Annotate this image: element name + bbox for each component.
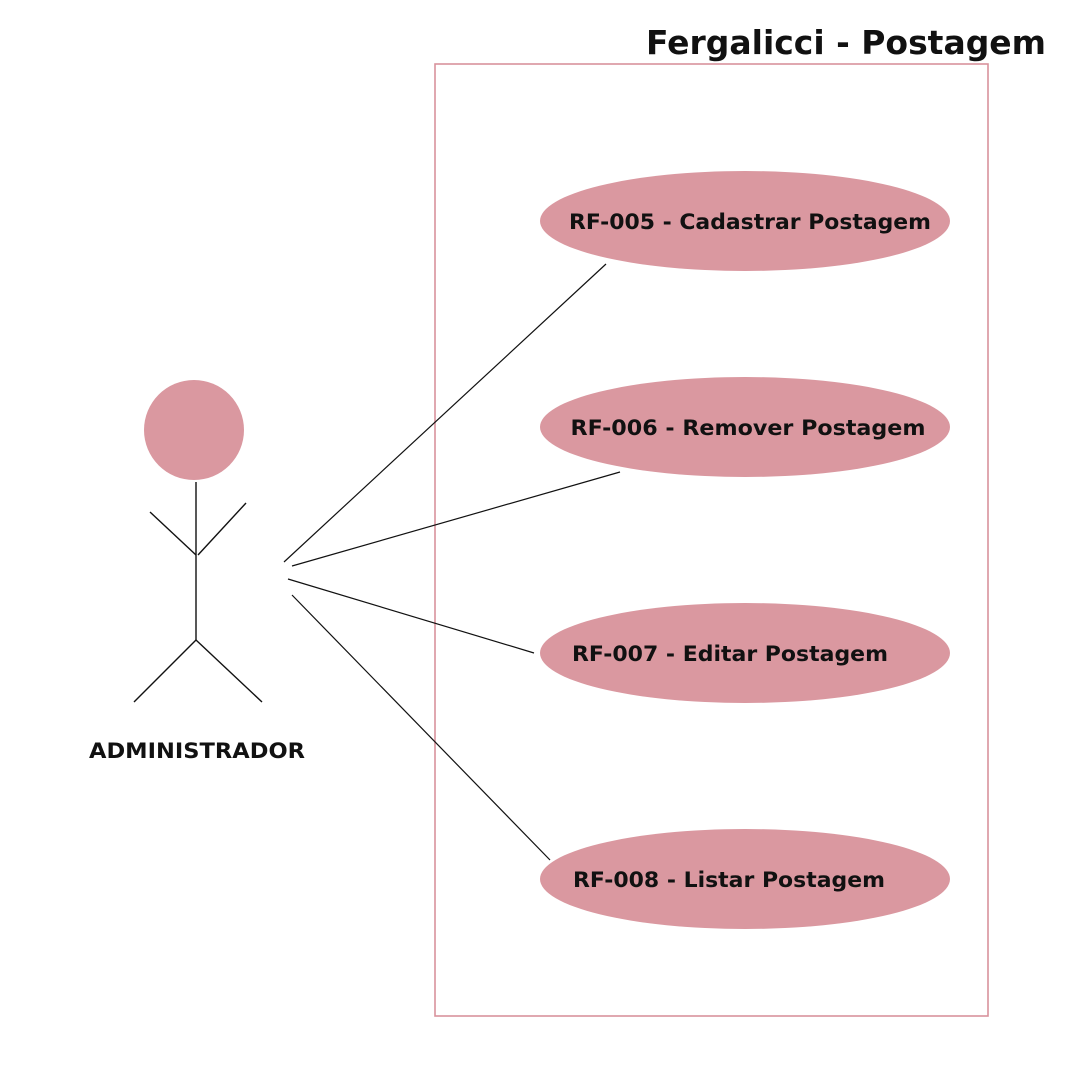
use-case-uc-006: RF-006 - Remover Postagem bbox=[540, 377, 950, 477]
use-case-ellipse bbox=[540, 829, 950, 929]
actor-right-arm bbox=[197, 502, 247, 556]
actor-administrador: ADMINISTRADOR bbox=[89, 380, 305, 763]
use-case-label: RF-007 - Editar Postagem bbox=[572, 642, 888, 666]
use-case-uc-005: RF-005 - Cadastrar Postagem bbox=[540, 171, 950, 271]
association-line-uc-008 bbox=[291, 594, 551, 861]
association-line-uc-007 bbox=[287, 578, 535, 654]
use-case-uc-008: RF-008 - Listar Postagem bbox=[540, 829, 950, 929]
use-case-ellipse bbox=[540, 377, 950, 477]
actor-head bbox=[144, 380, 244, 480]
actor-left-arm bbox=[149, 511, 197, 556]
system-title: Fergalicci - Postagem bbox=[646, 23, 1046, 62]
use-case-label: RF-005 - Cadastrar Postagem bbox=[569, 210, 931, 234]
use-case-uc-007: RF-007 - Editar Postagem bbox=[540, 603, 950, 703]
actor-right-leg bbox=[195, 639, 263, 703]
use-case-ellipse bbox=[540, 171, 950, 271]
associations bbox=[283, 263, 621, 861]
use-case-ellipse bbox=[540, 603, 950, 703]
actor-label: ADMINISTRADOR bbox=[89, 739, 305, 763]
system-boundary bbox=[434, 63, 989, 1017]
association-line-uc-005 bbox=[283, 263, 607, 563]
use-case-label: RF-006 - Remover Postagem bbox=[571, 416, 926, 440]
use-case-label: RF-008 - Listar Postagem bbox=[573, 868, 885, 892]
actor-left-leg bbox=[133, 639, 197, 703]
association-line-uc-006 bbox=[291, 471, 621, 567]
